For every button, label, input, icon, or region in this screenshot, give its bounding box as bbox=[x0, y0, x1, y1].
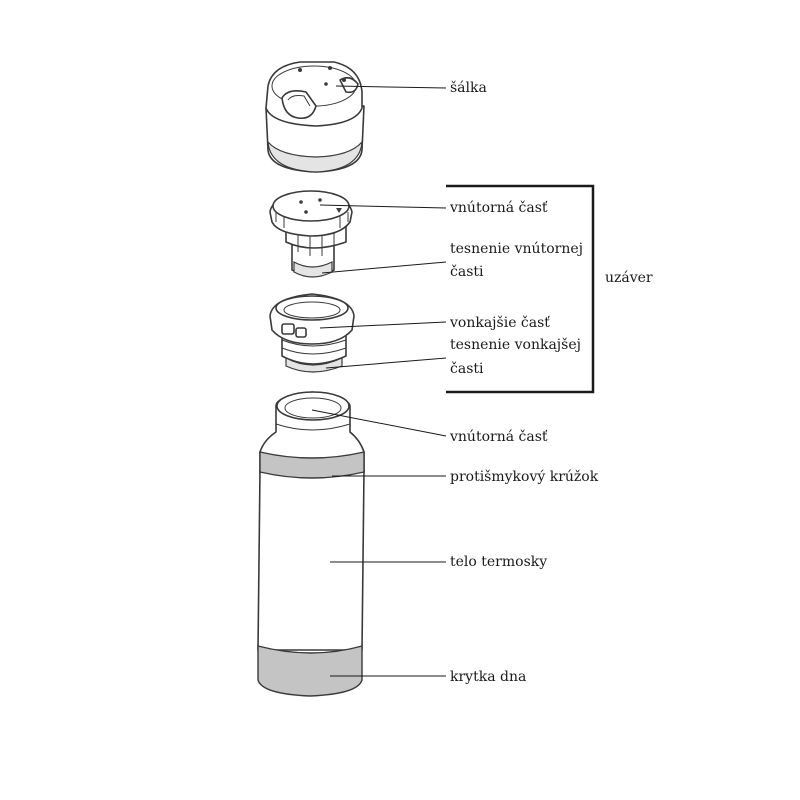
inner-stopper-part bbox=[269, 190, 353, 278]
leader-inner-part bbox=[319, 204, 447, 209]
label-outer-part: vonkajšie časť bbox=[450, 315, 550, 331]
label-inner-seal-line1: tesnenie vnútornej bbox=[450, 241, 583, 257]
stopper-bracket bbox=[446, 184, 595, 394]
label-inner-part-body: vnútorná časť bbox=[450, 429, 548, 445]
label-outer-seal-line2: časti bbox=[450, 361, 484, 377]
label-body: telo termosky bbox=[450, 554, 548, 570]
cup-part bbox=[265, 61, 365, 173]
leader-outer-part bbox=[319, 321, 447, 329]
label-inner-seal-line2: časti bbox=[450, 264, 484, 280]
label-bottom-cover: krytka dna bbox=[450, 669, 527, 685]
label-stopper: uzáver bbox=[605, 270, 653, 286]
outer-stopper-part bbox=[269, 293, 355, 373]
label-cup: šálka bbox=[450, 80, 487, 96]
thermos-body bbox=[257, 391, 365, 697]
leader-cup bbox=[335, 85, 447, 89]
leader-inner-part-body bbox=[311, 409, 447, 437]
leader-outer-seal bbox=[325, 357, 447, 369]
label-outer-seal-line1: tesnenie vonkajšej bbox=[450, 337, 581, 353]
label-antislip-ring: protišmykový krúžok bbox=[450, 469, 599, 485]
label-inner-part: vnútorná časť bbox=[450, 200, 548, 216]
leader-inner-seal bbox=[321, 261, 447, 274]
